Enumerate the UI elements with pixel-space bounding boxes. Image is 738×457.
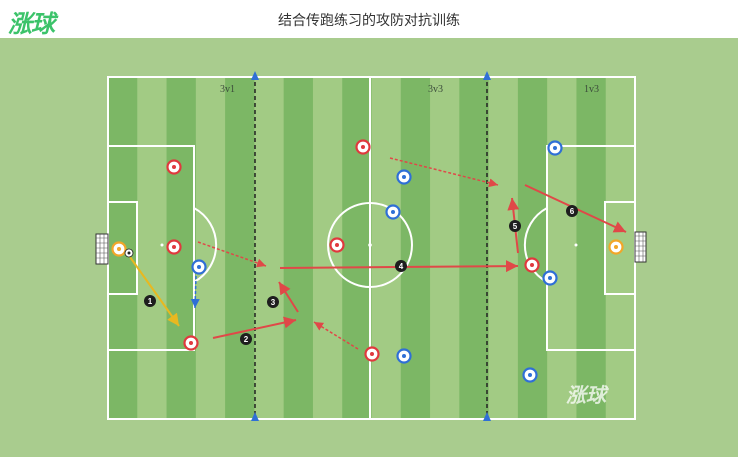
svg-text:4: 4 <box>399 262 404 271</box>
soccer-ball-icon <box>124 248 134 258</box>
grass-stripe <box>430 77 460 419</box>
step-badge-6: 6 <box>566 205 578 217</box>
brand-logo: 涨球 <box>8 10 55 38</box>
diagram-area: 3v1 3v3 1v3 1 2 3 4 5 6 <box>0 38 738 457</box>
grass-stripe <box>488 77 519 419</box>
header-bar: 涨球 结合传跑练习的攻防对抗训练 <box>0 0 738 39</box>
svg-text:5: 5 <box>513 222 518 231</box>
cone-marker <box>251 71 259 80</box>
step-badge-4: 4 <box>395 260 407 272</box>
grass-stripe <box>459 77 490 419</box>
penalty-spot-left <box>160 243 164 247</box>
pass-arrow <box>313 321 359 350</box>
grass-stripes <box>108 77 636 419</box>
watermark-logo: 涨球 <box>566 383 609 407</box>
zone-label-3v3: 3v3 <box>428 84 443 95</box>
run-arrow <box>212 316 297 339</box>
zone-label-1v3: 1v3 <box>584 84 599 95</box>
goalkeeper-right <box>608 239 624 255</box>
defender-move-arrow <box>190 275 200 309</box>
step-badge-5: 5 <box>509 220 521 232</box>
cone-marker <box>483 412 491 421</box>
grass-stripe <box>137 77 168 419</box>
pass-arrow <box>197 241 267 268</box>
center-spot <box>368 243 372 247</box>
step-badge-3: 3 <box>267 296 279 308</box>
grass-stripe <box>400 77 431 419</box>
grass-stripe <box>195 77 226 419</box>
step-badge-1: 1 <box>144 295 156 307</box>
run-arrow <box>278 281 299 313</box>
grass-stripe <box>342 77 372 419</box>
svg-text:1: 1 <box>148 297 153 306</box>
penalty-arc-left <box>193 207 218 283</box>
goalkeeper-left <box>111 241 127 257</box>
grass-stripe <box>517 77 548 419</box>
cone-marker <box>251 412 259 421</box>
penalty-arc-right <box>523 207 548 283</box>
grass-stripe <box>576 77 607 419</box>
cone-marker <box>483 71 491 80</box>
goal-left <box>95 233 109 265</box>
center-circle <box>327 202 413 288</box>
svg-text:6: 6 <box>570 207 575 216</box>
step-badge-2: 2 <box>240 333 252 345</box>
grass-stripe <box>371 77 402 419</box>
pitch-diagram: 3v1 3v3 1v3 1 2 3 4 5 6 <box>95 71 647 421</box>
goal-right <box>634 231 647 263</box>
grass-stripe <box>225 77 255 419</box>
svg-text:3: 3 <box>271 298 276 307</box>
zone-label-3v1: 3v1 <box>220 84 235 95</box>
pass-arrow <box>389 157 499 188</box>
grass-stripe <box>254 77 285 419</box>
svg-text:2: 2 <box>244 335 249 344</box>
grass-stripe <box>547 77 577 419</box>
page-title: 结合传跑练习的攻防对抗训练 <box>278 12 460 28</box>
penalty-spot-right <box>574 243 578 247</box>
ball-arrow <box>129 256 180 327</box>
grass-stripe <box>283 77 314 419</box>
